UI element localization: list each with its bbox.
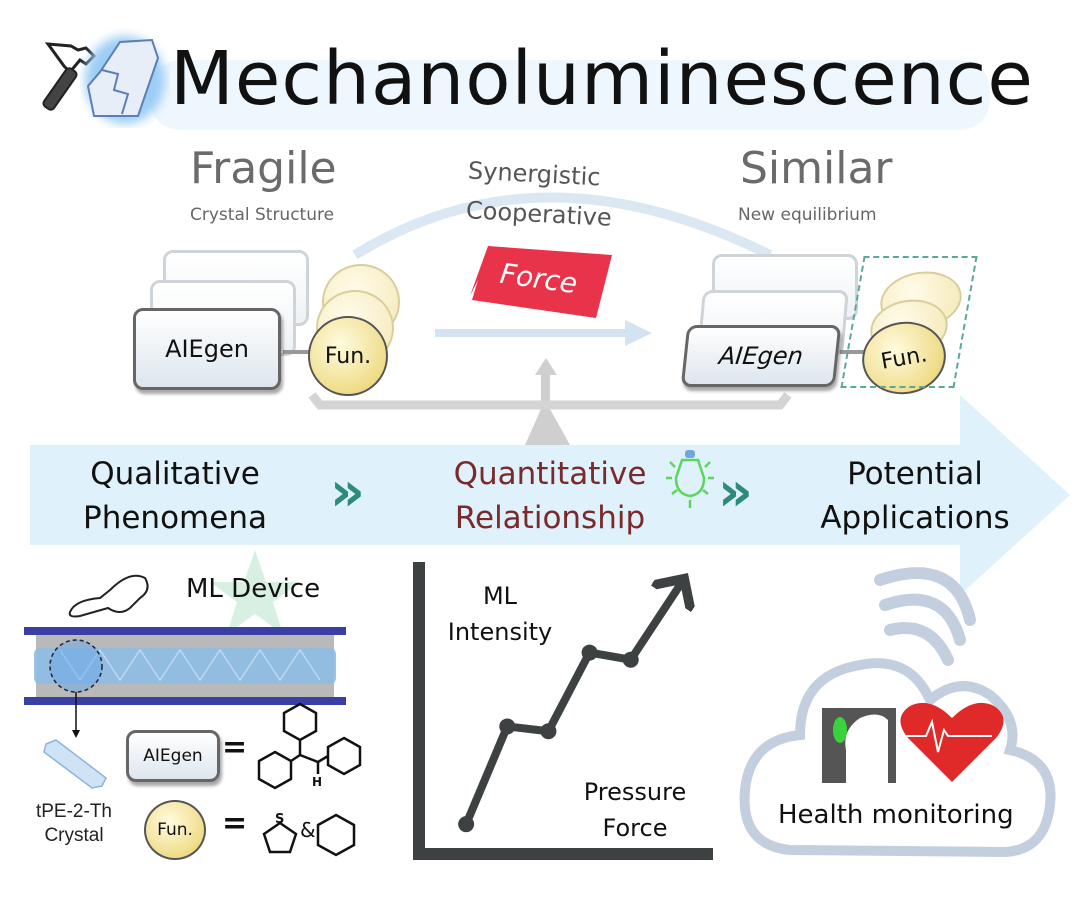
linker (840, 350, 866, 354)
data-point (581, 644, 598, 661)
chart-ylabel: ML Intensity (440, 578, 560, 650)
fun-ball-left: Fun. (308, 316, 388, 396)
crystal-icon (85, 36, 165, 124)
wifi-icon (874, 567, 976, 666)
thiophene-structure (262, 821, 298, 854)
heartbeat-line (906, 718, 992, 753)
ml-device-title: ML Device (186, 574, 321, 604)
stage-qualitative: Qualitative Phenomena (60, 452, 290, 540)
force-banner (470, 246, 612, 318)
crystal-film (34, 648, 336, 684)
zoom-pointer-head (72, 730, 80, 738)
data-point (499, 718, 516, 735)
lightbulb-icon (666, 450, 714, 508)
xlabel-line: Force (602, 814, 668, 842)
stage-quantitative: Quantitative Relationship (425, 452, 675, 540)
title-glow (150, 60, 990, 130)
stage-line: Applications (820, 500, 1010, 536)
cycle-arc (352, 192, 773, 260)
knee-icon (822, 708, 896, 783)
star-decoration (210, 550, 300, 634)
device-bottom-electrode (24, 697, 346, 705)
stage-line: Phenomena (83, 500, 267, 536)
chevron-right-icon: » (330, 460, 365, 523)
health-monitoring-label: Health monitoring (778, 800, 1014, 830)
page-title: Mechanoluminescence (170, 36, 1034, 122)
left-subheading: Crystal Structure (190, 205, 335, 225)
equals-sign: = (222, 730, 248, 765)
stage-line: Relationship (454, 500, 646, 536)
linker (283, 350, 313, 354)
chart-xlabel: Pressure Force (570, 774, 700, 846)
transition-arrow-head (625, 320, 652, 346)
heart-icon (900, 702, 1004, 782)
data-point (540, 723, 557, 740)
equals-sign: = (222, 806, 248, 841)
hydrogen-label: H (312, 775, 323, 789)
crystal-caption: tPE-2-Th Crystal (24, 800, 124, 848)
pointing-hand-icon (68, 574, 149, 618)
stage-line: Qualitative (90, 456, 260, 492)
balance-base (525, 400, 570, 445)
aiegen-label: AIEgen (717, 342, 805, 370)
balance-beam (308, 392, 792, 410)
aiegen-legend-box: AIEgen (126, 730, 220, 782)
ml-device-graphic (24, 550, 362, 857)
x-axis (413, 848, 713, 860)
single-crystal (43, 739, 107, 789)
aiegen-box-right: AIEgen (680, 325, 842, 387)
chevron-right-icon: » (718, 460, 753, 523)
aiegen-label: AIEgen (143, 746, 203, 766)
compressed-region-outline (840, 256, 978, 388)
ampersand: & (300, 818, 316, 842)
fun-label: Fun. (157, 820, 193, 840)
xlabel-line: Pressure (583, 778, 687, 806)
benzene-structure (316, 813, 356, 857)
fun-legend-ball: Fun. (144, 800, 206, 860)
ylabel-line: ML (482, 582, 518, 610)
ylabel-line: Intensity (447, 618, 553, 646)
y-axis (413, 562, 425, 860)
cloud-graphic (739, 567, 1056, 858)
balance-pole-tip (535, 358, 557, 375)
zoom-circle (49, 639, 103, 693)
balance-pole (541, 372, 550, 410)
data-point (622, 651, 639, 668)
right-heading: Similar (740, 143, 893, 194)
aiegen-structure (257, 702, 362, 790)
left-heading: Fragile (190, 143, 337, 194)
flow-arrow-band (30, 395, 1070, 595)
right-subheading: New equilibrium (738, 205, 877, 225)
aiegen-box-left: AIEgen (133, 308, 281, 390)
data-point (458, 816, 475, 833)
ml-intensity-chart (413, 562, 713, 860)
crystal-caption-line: tPE-2-Th (35, 801, 113, 822)
crystal-texture (59, 648, 321, 682)
stage-applications: Potential Applications (800, 452, 1030, 540)
stage-line: Quantitative (453, 456, 647, 492)
device-top-electrode (24, 627, 346, 635)
crystal-caption-line: Crystal (44, 825, 104, 846)
stage-line: Potential (847, 456, 983, 492)
sulfur-label: S (275, 812, 285, 827)
aiegen-label: AIEgen (165, 335, 249, 363)
fun-label: Fun. (324, 343, 372, 369)
trend-arrow (627, 579, 684, 662)
